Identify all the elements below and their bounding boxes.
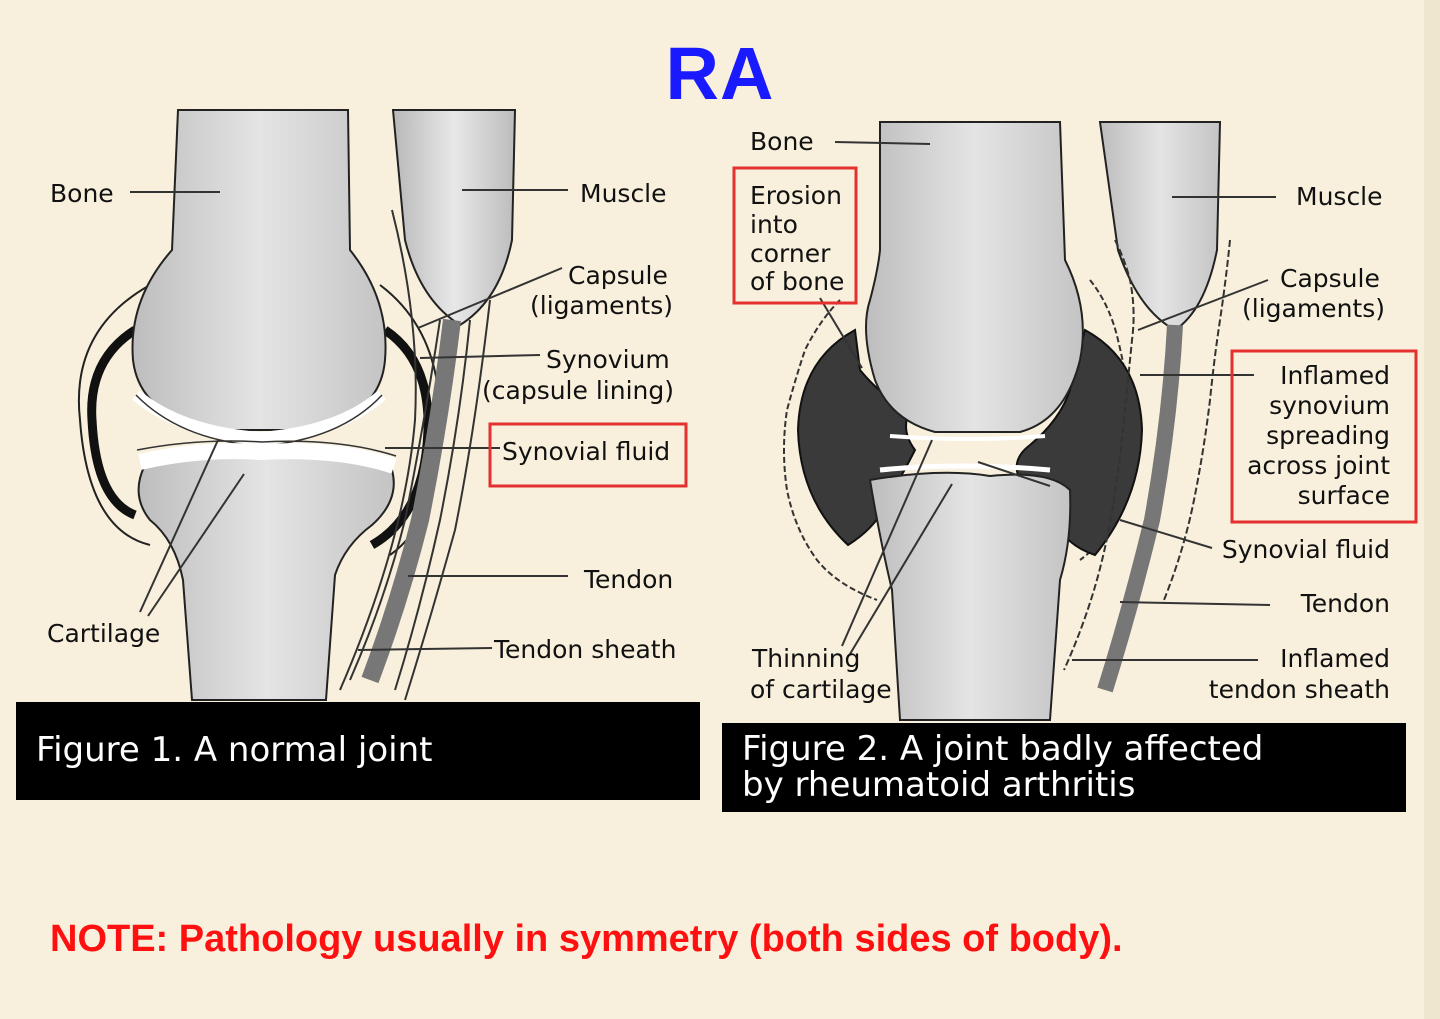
figure2-caption-line1: Figure 2. A joint badly affected: [742, 729, 1264, 769]
upper-cartilage: [132, 390, 386, 445]
label-inflamed-1: Inflamed: [1280, 361, 1390, 390]
label-inflamed-2: synovium: [1269, 391, 1390, 420]
figure2-caption: Figure 2. A joint badly affected by rheu…: [722, 723, 1406, 812]
label-synovium-sub: (capsule lining): [482, 376, 674, 405]
label-synovial-fluid: Synovial fluid: [502, 437, 670, 466]
upper-bone: [865, 121, 1084, 433]
inflamed-synovium-highlight-box: [1230, 349, 1418, 524]
synovium-lining-left: [87, 326, 138, 520]
pathology-note: NOTE: Pathology usually in symmetry (bot…: [50, 918, 1123, 960]
label-synovium: Synovium: [546, 345, 670, 374]
label-inflamed-5: surface: [1298, 481, 1390, 510]
label-erosion-3: corner: [750, 239, 831, 268]
right-edge-strip: [1424, 0, 1440, 1019]
label-capsule-sub: (ligaments): [1242, 294, 1385, 323]
label-capsule-sub: (ligaments): [530, 291, 673, 320]
label-bone: Bone: [750, 127, 814, 156]
label-tendon: Tendon: [1300, 589, 1390, 618]
tendon: [361, 318, 461, 684]
label-capsule: Capsule: [1280, 264, 1380, 293]
label-cartilage: Cartilage: [47, 619, 160, 648]
synovial-fluid-highlight-box: [488, 422, 688, 488]
figure1-caption-text: Figure 1. A normal joint: [36, 730, 433, 770]
figure2-caption-line2: by rheumatoid arthritis: [742, 765, 1136, 805]
label-thinning-2: of cartilage: [750, 675, 892, 704]
thin-cartilage: [879, 463, 1051, 473]
label-inflamed-sheath-2: tendon sheath: [1209, 675, 1390, 704]
tendon-sheath: [339, 209, 491, 701]
muscle: [391, 109, 517, 327]
figure1-caption: Figure 1. A normal joint: [16, 702, 700, 800]
label-erosion-4: of bone: [750, 267, 844, 296]
label-erosion-1: Erosion: [750, 181, 842, 210]
figure-ra-joint: Bone Erosion into corner of bone Muscle …: [732, 121, 1418, 721]
label-muscle: Muscle: [1296, 182, 1383, 211]
leader-lines-fig1: [130, 189, 568, 651]
upper-bone: [131, 109, 387, 431]
label-erosion-2: into: [750, 210, 798, 239]
label-tendon-sheath: Tendon sheath: [493, 635, 676, 664]
tendon: [1097, 324, 1183, 693]
label-muscle: Muscle: [580, 179, 667, 208]
erosion-highlight-box: [732, 166, 858, 305]
muscle: [1098, 121, 1222, 332]
label-inflamed-sheath-1: Inflamed: [1280, 644, 1390, 673]
label-bone: Bone: [50, 179, 114, 208]
leader-lines-fig2: [819, 141, 1276, 661]
lower-cartilage: [138, 443, 397, 474]
label-thinning-1: Thinning: [751, 644, 860, 673]
label-inflamed-3: spreading: [1266, 421, 1390, 450]
label-inflamed-4: across joint: [1247, 451, 1390, 480]
inflamed-tendon-sheath: [1063, 239, 1231, 671]
label-tendon: Tendon: [583, 565, 673, 594]
label-synovial-fluid: Synovial fluid: [1222, 535, 1390, 564]
slide-title: RA: [665, 32, 775, 115]
label-capsule: Capsule: [568, 261, 668, 290]
lower-bone: [137, 454, 395, 701]
lower-bone: [868, 471, 1072, 721]
figure-normal-joint: Bone Muscle Capsule (ligaments) Synovium…: [47, 109, 688, 701]
